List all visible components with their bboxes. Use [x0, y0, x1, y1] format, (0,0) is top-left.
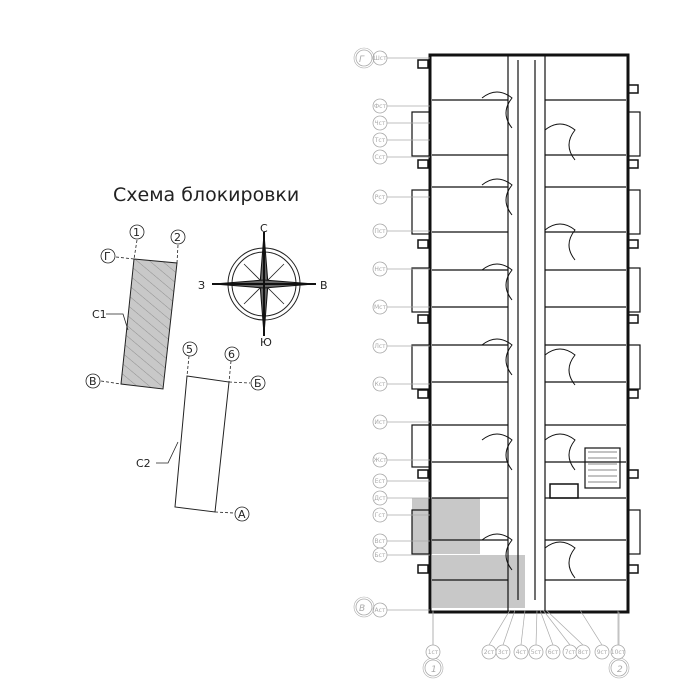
axis-marker-bottom: 9ст: [579, 609, 610, 660]
axis-2-label: 2: [174, 231, 181, 244]
axis-marker-bottom: 3ст: [495, 609, 516, 660]
axis-marker-left: Бст: [372, 547, 430, 563]
axis-marker-left: Дст: [372, 490, 430, 506]
axis-marker-label: 3ст: [498, 649, 509, 656]
axis-marker-label: Фст: [374, 103, 386, 110]
block-c1: [120, 258, 178, 390]
axis-marker-label: 7ст: [565, 649, 576, 656]
axis-marker-left: Мст: [372, 299, 430, 315]
axis-marker-label: 9ст: [597, 649, 608, 656]
block-c2-label: С2: [136, 457, 151, 470]
axis-marker-label: Тст: [374, 137, 386, 144]
plan-axis-right: 2: [617, 665, 623, 675]
axis-marker-left: Нст: [372, 261, 430, 277]
compass-west: З: [198, 279, 205, 292]
axis-marker-label: Рст: [375, 194, 386, 201]
axis-marker-left: Рст: [372, 189, 430, 205]
axis-6-label: 6: [228, 348, 235, 361]
axis-marker-label: Бст: [375, 552, 386, 559]
axis-marker-bottom: 1ст: [425, 610, 441, 660]
axis-marker-label: Кст: [374, 381, 386, 388]
plan-axis-top: Г: [359, 55, 365, 65]
compass-north: С: [260, 222, 268, 235]
axis-g-label: Г: [104, 250, 111, 263]
axis-marker-bottom: 8ст: [545, 609, 591, 660]
axis-marker-label: Вст: [375, 538, 386, 545]
plan-axis-bottom: В: [359, 604, 365, 614]
axis-marker-label: Шст: [373, 55, 387, 62]
axis-marker-left: Жст: [372, 452, 430, 468]
axis-marker-bottom: 7ст: [542, 609, 578, 660]
axis-marker-label: 1ст: [428, 649, 439, 656]
axis-marker-left: Лст: [372, 338, 430, 354]
shaded-unit: [412, 498, 480, 554]
axis-marker-label: Жст: [373, 457, 387, 464]
axis-marker-label: Нст: [374, 266, 386, 273]
floor-plan: [411, 53, 641, 614]
axis-marker-bottom: 4ст: [513, 609, 529, 660]
axis-1-label: 1: [133, 226, 140, 239]
axis-5-label: 5: [186, 343, 193, 356]
axis-marker-left: Кст: [372, 376, 430, 392]
axis-marker-label: Лст: [374, 343, 386, 350]
axis-marker-label: 4ст: [516, 649, 527, 656]
block-c2: [174, 375, 230, 513]
axis-marker-left: Сст: [372, 149, 430, 165]
axis-marker-label: 6ст: [548, 649, 559, 656]
axis-marker-left: Ест: [372, 473, 430, 489]
axis-marker-label: Гст: [375, 512, 386, 519]
block-c1-label: С1: [92, 308, 107, 321]
compass-east: В: [320, 279, 328, 292]
axis-marker-left: Гст: [372, 507, 430, 523]
compass-south: Ю: [260, 336, 272, 349]
axis-marker-left: Фст: [372, 98, 430, 114]
axis-v-label: В: [89, 375, 97, 388]
axis-marker-bottom: 2ст: [481, 609, 511, 660]
axis-marker-left: Шст: [372, 50, 430, 66]
axis-marker-label: 8ст: [578, 649, 589, 656]
axis-marker-left: Пст: [372, 223, 430, 239]
axis-marker-label: Дст: [374, 495, 386, 502]
axis-marker-label: Мст: [374, 304, 386, 311]
axis-marker-left: Аст: [372, 602, 430, 618]
axis-marker-bottom: 6ст: [539, 609, 561, 660]
axis-marker-left: Чст: [372, 115, 430, 131]
plan-axis-left: 1: [431, 665, 437, 675]
axis-marker-label: Чст: [375, 120, 386, 127]
axis-a-label: А: [238, 508, 246, 521]
axis-marker-left: Ист: [372, 414, 430, 430]
axis-marker-label: Ист: [374, 419, 386, 426]
axis-marker-label: Сст: [375, 154, 386, 161]
axis-marker-label: 10ст: [611, 649, 626, 656]
shaded-unit: [432, 555, 525, 608]
axis-marker-label: 2ст: [484, 649, 495, 656]
axis-marker-bottom: 10ст: [610, 610, 626, 660]
axis-marker-label: 5ст: [531, 649, 542, 656]
axis-marker-label: Пст: [374, 228, 386, 235]
scheme-title: Схема блокировки: [113, 184, 299, 206]
compass-rose-icon: [212, 232, 316, 336]
axis-marker-label: Ест: [375, 478, 386, 485]
axis-b-label: Б: [254, 377, 262, 390]
building-outline: [428, 53, 630, 614]
axis-marker-left: Тст: [372, 132, 430, 148]
axis-marker-left: Вст: [372, 533, 430, 549]
axis-marker-bottom: 5ст: [528, 609, 544, 660]
axis-marker-label: Аст: [375, 607, 386, 614]
